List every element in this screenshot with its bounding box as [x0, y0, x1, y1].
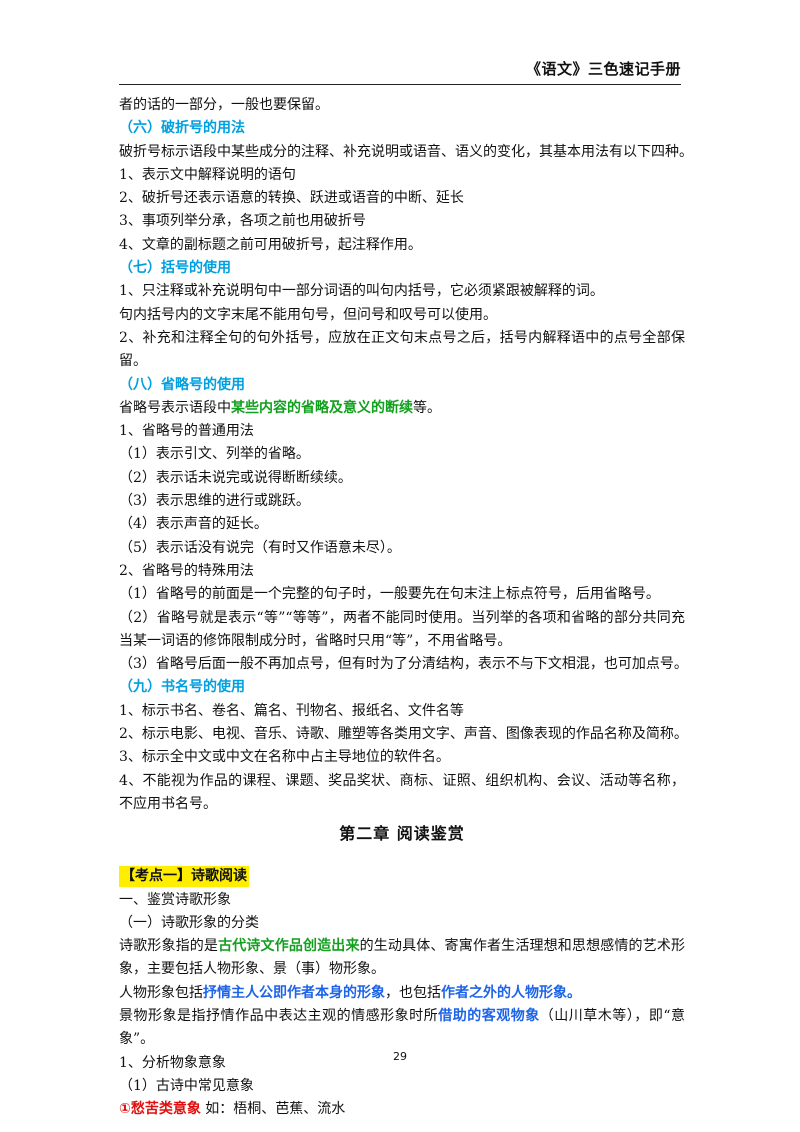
text-line: （3）表示思维的进行或跳跃。 [119, 493, 310, 510]
section-heading-title-marks: （九）书名号的使用 [119, 679, 245, 696]
section-heading-dash: （六）破折号的用法 [119, 120, 245, 137]
text-paragraph: 景物形象是指抒情作品中表达主观的情感形象时所借助的客观物象（山川草木等），即“意… [119, 1005, 685, 1052]
kaodian-badge: 【考点一】诗歌阅读 [119, 866, 249, 888]
section-heading-ellipsis: （八）省略号的使用 [119, 376, 245, 393]
text-line: （1）省略号的前面是一个完整的句子时，一般要先在句末注上标点符号，后用省略号。 [119, 586, 660, 603]
text-span: 诗歌形象指的是 [119, 938, 219, 955]
text-line: 1、省略号的普通用法 [119, 423, 254, 440]
text-line: 2、破折号还表示语意的转换、跃进或语音的中断、延长 [119, 190, 464, 207]
page-number: 29 [393, 1050, 407, 1063]
text-span: 景物形象是指抒情作品中表达主观的情感形象时所 [119, 1007, 439, 1024]
section-heading-brackets: （七）括号的使用 [119, 260, 231, 277]
text-span: 省略号表示语段中 [119, 399, 231, 416]
text-line: （5）表示话没有说完（有时又作语意未尽）。 [119, 539, 401, 556]
text-line: 2、标示电影、电视、音乐、诗歌、雕塑等各类用文字、声音、图像表现的作品名称及简称… [119, 726, 688, 743]
text-line: （一）诗歌形象的分类 [119, 914, 259, 931]
page-header: 《语文》三色速记手册 [119, 56, 681, 85]
text-line: （1）古诗中常见意象 [119, 1077, 254, 1094]
text-line: ①愁苦类意象 如：梧桐、芭蕉、流水 [119, 1098, 685, 1121]
text-line: （2）表示话未说完或说得断断续续。 [119, 469, 352, 486]
text-line: 省略号表示语段中某些内容的省略及意义的断续等。 [119, 397, 685, 420]
text-paragraph: 4、不能视为作品的课程、课题、奖品奖状、商标、证照、组织机构、会议、活动等名称，… [119, 772, 685, 812]
spacer [119, 849, 685, 865]
text-span: （山川草木等），即“意象”。 [119, 1007, 685, 1048]
text-line: 句内括号内的文字末尾不能用句号，但问号和叹号可以使用。 [119, 306, 497, 323]
text-line: 1、分析物象意象 [119, 1054, 226, 1071]
text-span: 如：梧桐、芭蕉、流水 [200, 1101, 346, 1118]
text-span: ，也包括 [385, 984, 441, 1001]
green-highlight: 古代诗文作品创造出来 [218, 938, 360, 955]
green-highlight: 某些内容的省略及意义的断续 [231, 399, 413, 416]
header-title: 《语文》三色速记手册 [525, 60, 681, 78]
text-line: 破折号标示语段中某些成分的注释、补充说明或语音、语义的变化，其基本用法有以下四种… [119, 143, 693, 160]
text-span: 的生动具体、寄寓作者生活理想和思想感情的艺术形象，主要包括人物形象、景（事）物形… [119, 938, 686, 978]
blue-highlight: 作者之外的人物形象。 [441, 984, 581, 1001]
text-line: （3）省略号后面一般不再加点号，但有时为了分清结构，表示不与下文相混，也可加点号… [119, 656, 688, 673]
text-line: 者的话的一部分，一般也要保留。 [119, 97, 329, 113]
kaodian-line: 【考点一】诗歌阅读 [119, 865, 685, 888]
blue-highlight: 抒情主人公即作者本身的形象 [203, 984, 385, 1001]
text-paragraph: （2）省略号就是表示“等”“等等”，两者不能同时使用。当列举的各项和省略的部分共… [119, 609, 685, 649]
text-line: （4）表示声音的延长。 [119, 516, 268, 533]
text-span: 人物形象包括 [119, 984, 203, 1001]
text-span: 等。 [413, 399, 441, 416]
text-line: 4、文章的副标题之前可用破折号，起注释作用。 [119, 236, 422, 253]
text-line: （1）表示引文、列举的省略。 [119, 446, 310, 463]
blue-highlight: 借助的客观物象 [438, 1007, 540, 1024]
chapter-title: 第二章 阅读鉴赏 [339, 824, 465, 844]
text-line: 2、省略号的特殊用法 [119, 562, 254, 579]
text-line: 3、事项列举分承，各项之前也用破折号 [119, 213, 366, 230]
page-content: 者的话的一部分，一般也要保留。 （六）破折号的用法 破折号标示语段中某些成分的注… [119, 94, 693, 1121]
text-line: 1、只注释或补充说明句中一部分词语的叫句内括号，它必须紧跟被解释的词。 [119, 283, 604, 300]
red-highlight: ①愁苦类意象 [119, 1101, 201, 1118]
text-line: 人物形象包括抒情主人公即作者本身的形象，也包括作者之外的人物形象。 [119, 982, 685, 1005]
text-line: 一、鉴赏诗歌形象 [119, 891, 231, 908]
text-paragraph: 诗歌形象指的是古代诗文作品创造出来的生动具体、寄寓作者生活理想和思想感情的艺术形… [119, 935, 685, 982]
text-line: 3、标示全中文或中文在名称中占主导地位的软件名。 [119, 749, 450, 766]
text-line: 1、标示书名、卷名、篇名、刊物名、报纸名、文件名等 [119, 702, 464, 719]
text-paragraph: 2、补充和注释全句的句外括号，应放在正文句末点号之后，括号内解释语中的点号全部保… [119, 329, 685, 370]
text-line: 1、表示文中解释说明的语句 [119, 166, 296, 183]
